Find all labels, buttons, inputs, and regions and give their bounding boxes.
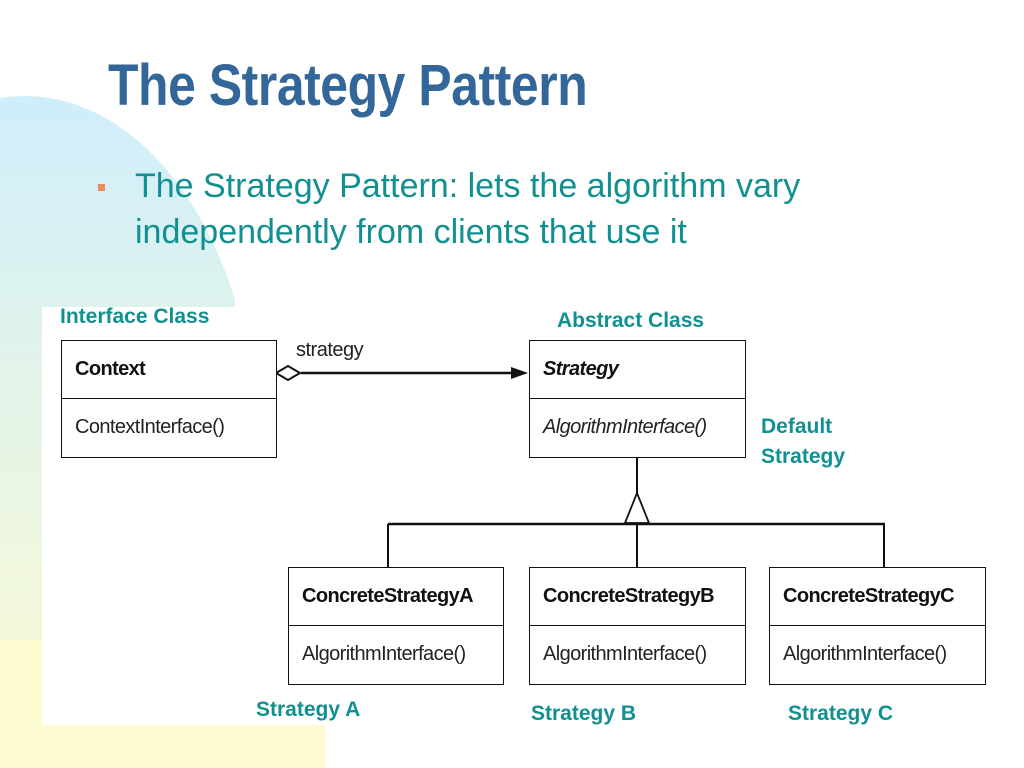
default-strategy-label: Default Strategy (761, 415, 846, 468)
bullet-text: The Strategy Pattern: lets the algorithm… (135, 167, 801, 251)
concrete-strategy-a-method: AlgorithmInterface() (302, 642, 466, 665)
page-title: The Strategy Pattern (108, 53, 588, 118)
concrete-strategy-a-box: ConcreteStrategyA AlgorithmInterface() (288, 567, 504, 685)
strategy-a-label: Strategy A (256, 698, 361, 721)
strategy-class-name: Strategy (530, 341, 745, 399)
association-label: strategy (296, 339, 364, 361)
abstract-class-label: Abstract Class (557, 309, 705, 332)
concrete-strategy-c-name: ConcreteStrategyC (770, 568, 985, 626)
strategy-class-method: AlgorithmInterface() (543, 415, 707, 438)
interface-class-label: Interface Class (60, 305, 210, 328)
concrete-strategy-a-name: ConcreteStrategyA (289, 568, 503, 626)
strategy-b-label: Strategy B (531, 702, 637, 725)
concrete-strategy-b-name: ConcreteStrategyB (530, 568, 745, 626)
concrete-strategy-b-method: AlgorithmInterface() (543, 642, 707, 665)
bullet-marker (98, 184, 105, 191)
strategy-class-box: Strategy AlgorithmInterface() (529, 340, 746, 458)
inheritance-triangle (623, 490, 651, 524)
association-arrowhead (511, 367, 528, 379)
context-class-name: Context (62, 341, 276, 399)
concrete-strategy-c-method: AlgorithmInterface() (783, 642, 947, 665)
concrete-strategy-c-box: ConcreteStrategyC AlgorithmInterface() (769, 567, 986, 685)
concrete-strategy-b-box: ConcreteStrategyB AlgorithmInterface() (529, 567, 746, 685)
strategy-c-label: Strategy C (788, 702, 894, 725)
aggregation-diamond (274, 364, 302, 382)
context-class-box: Context ContextInterface() (61, 340, 277, 458)
context-class-method: ContextInterface() (75, 415, 225, 438)
